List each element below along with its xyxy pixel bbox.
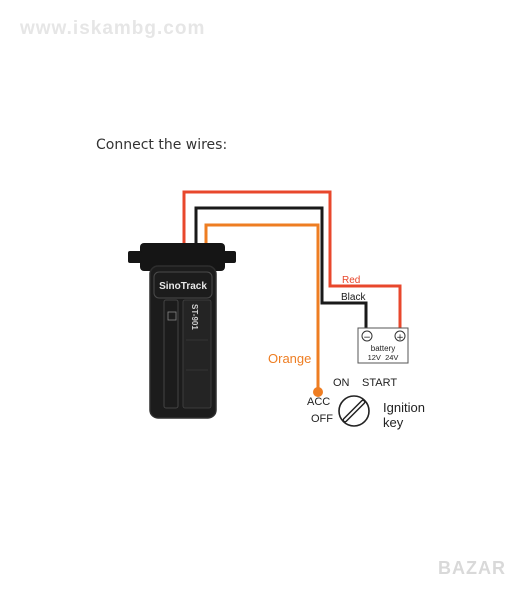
red-wire — [182, 190, 402, 328]
gps-tracker-device — [128, 243, 236, 419]
battery-label: battery — [371, 344, 395, 353]
ignition-off-label: OFF — [311, 413, 333, 425]
battery-voltages: 12V 24V — [368, 353, 399, 362]
ignition-acc-label: ACC — [307, 396, 330, 408]
bazar-corner-logo: BAZAR — [438, 558, 506, 578]
site-watermark: www.iskambg.com — [20, 18, 206, 39]
battery-minus-symbol: − — [363, 333, 371, 343]
red-wire-label: Red — [342, 275, 360, 286]
black-wire — [194, 206, 368, 328]
page-heading: Connect the wires: — [96, 137, 228, 153]
orange-wire-label: Orange — [268, 351, 311, 366]
device-brand: SinoTrack — [159, 281, 207, 292]
black-wire-label: Black — [341, 292, 366, 303]
ignition-label-line1: Ignition — [383, 400, 425, 415]
ignition-label-line2: key — [383, 415, 404, 430]
battery — [357, 327, 409, 364]
ignition-start-label: START — [362, 377, 397, 389]
battery-plus-symbol: + — [396, 333, 404, 343]
orange-wire — [204, 223, 320, 392]
orange-wire-terminal — [313, 387, 323, 397]
ignition-key-switch — [338, 395, 370, 427]
ignition-on-label: ON — [333, 377, 350, 389]
device-model: ST-901 — [190, 304, 199, 330]
